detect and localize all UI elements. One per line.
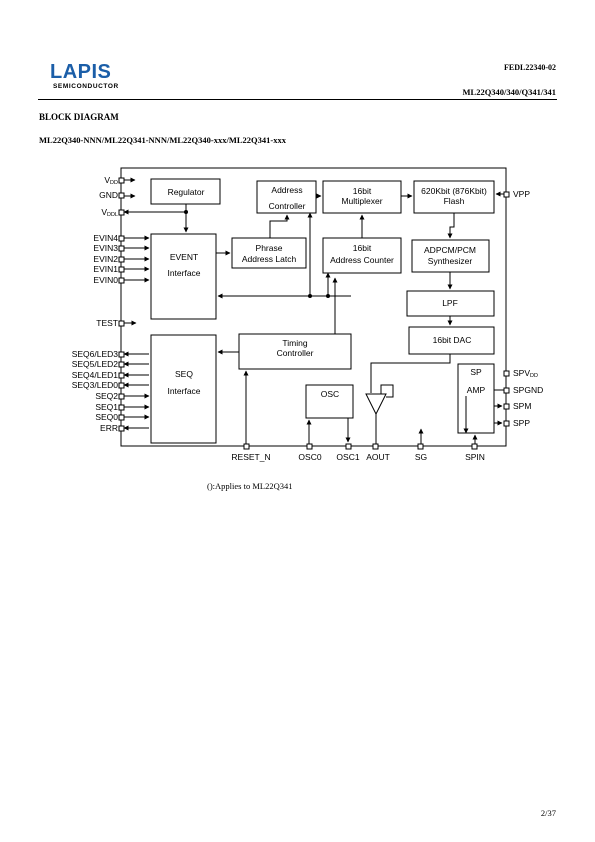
seq-interface-block — [150, 334, 217, 444]
evin3-pin-label: EVIN3 — [93, 243, 118, 253]
address-controller-label-2: Controller — [269, 201, 306, 211]
spm-pin-label: SPM — [513, 401, 531, 411]
sp-amp-label-1: SP — [470, 367, 482, 377]
event-label-1: EVENT — [170, 252, 198, 262]
dac-block — [408, 326, 495, 355]
chip-boundary — [120, 167, 507, 447]
phrase-latch-block — [231, 237, 307, 269]
dac-label: 16bit DAC — [433, 335, 472, 345]
address-controller-label-1: Address — [271, 185, 302, 195]
spgnd-pin-label: SPGND — [513, 385, 543, 395]
counter-label-1: 16bit — [353, 243, 372, 253]
test-pin-label: TEST — [96, 318, 118, 328]
regulator-label: Regulator — [168, 187, 205, 197]
osc0-pin-label: OSC0 — [298, 452, 321, 462]
seq0-pin-label: SEQ0 — [95, 412, 118, 422]
osc1-pin-label: OSC1 — [336, 452, 359, 462]
flash-label-2: Flash — [444, 196, 465, 206]
vdd-subscript: DD — [110, 180, 118, 186]
vddl-subscript: DDL — [107, 212, 118, 218]
sg-pin-label: SG — [415, 452, 427, 462]
variant-list: ML22Q340-NNN/ML22Q341-NNN/ML22Q340-xxx/M… — [39, 135, 286, 145]
timing-label-2: Controller — [277, 348, 314, 358]
spvdd-subscript: DD — [530, 373, 538, 379]
multiplexer-label-1: 16bit — [353, 186, 372, 196]
evin0-pin-label: EVIN0 — [93, 275, 118, 285]
seq-label-1: SEQ — [175, 369, 193, 379]
synth-label-1: ADPCM/PCM — [424, 245, 476, 255]
spvdd-pin-label: SPVDD — [513, 368, 538, 379]
multiplexer-block — [322, 180, 402, 214]
phrase-label-2: Address Latch — [242, 254, 297, 264]
aout-pin-label: AOUT — [366, 452, 390, 462]
vdd-main: V — [104, 175, 110, 185]
section-title: BLOCK DIAGRAM — [39, 112, 119, 122]
sp-amp-block — [457, 363, 495, 434]
part-number: ML22Q340/340/Q341/341 — [462, 87, 557, 97]
event-interface-block — [150, 233, 217, 320]
osc-block — [305, 384, 354, 419]
seq3-pin-label: SEQ3/LED0 — [72, 380, 119, 390]
header-rule — [38, 99, 557, 100]
vddl-main: V — [101, 207, 107, 217]
address-controller-block — [256, 180, 317, 214]
logo-wordmark: LAPIS — [50, 61, 112, 83]
vddl-pin-label: VDDL — [101, 207, 118, 218]
logo-subtitle: SEMICONDUCTOR — [53, 83, 119, 90]
counter-label-2: Address Counter — [330, 255, 394, 265]
footnote: ():Applies to ML22Q341 — [207, 481, 293, 491]
gnd-pin-label: GND — [99, 190, 118, 200]
seq4-pin-label: SEQ4/LED1 — [72, 370, 119, 380]
spvdd-main: SPV — [513, 368, 530, 378]
evin4-pin-label: EVIN4 — [93, 233, 118, 243]
seq1-pin-label: SEQ1 — [95, 402, 118, 412]
vpp-pin-label: VPP — [513, 189, 530, 199]
lpf-label: LPF — [442, 298, 458, 308]
seq-label-2: Interface — [167, 386, 200, 396]
evin2-pin-label: EVIN2 — [93, 254, 118, 264]
page-number: 2/37 — [540, 808, 556, 818]
phrase-label-1: Phrase — [256, 243, 283, 253]
multiplexer-label-2: Multiplexer — [341, 196, 382, 206]
seq2-pin-label: SEQ2 — [95, 391, 118, 401]
reset-pin-label: RESET_N — [231, 452, 270, 462]
flash-label-1: 620Kbit (876Kbit) — [421, 186, 487, 196]
lapis-logo: LAPIS SEMICONDUCTOR — [50, 62, 119, 90]
seq6-pin-label: SEQ6/LED3 — [72, 349, 119, 359]
osc-label: OSC — [321, 389, 339, 399]
spin-pin-label: SPIN — [465, 452, 485, 462]
evin1-pin-label: EVIN1 — [93, 264, 118, 274]
err-pin-label: ERR — [100, 423, 118, 433]
vdd-pin-label: VDD — [104, 175, 118, 186]
sp-amp-label-2: AMP — [467, 385, 486, 395]
document-number: FEDL22340-02 — [504, 63, 556, 72]
spp-pin-label: SPP — [513, 418, 530, 428]
seq5-pin-label: SEQ5/LED2 — [72, 359, 119, 369]
timing-label-1: Timing — [282, 338, 307, 348]
event-label-2: Interface — [167, 268, 200, 278]
synth-label-2: Synthesizer — [428, 256, 473, 266]
